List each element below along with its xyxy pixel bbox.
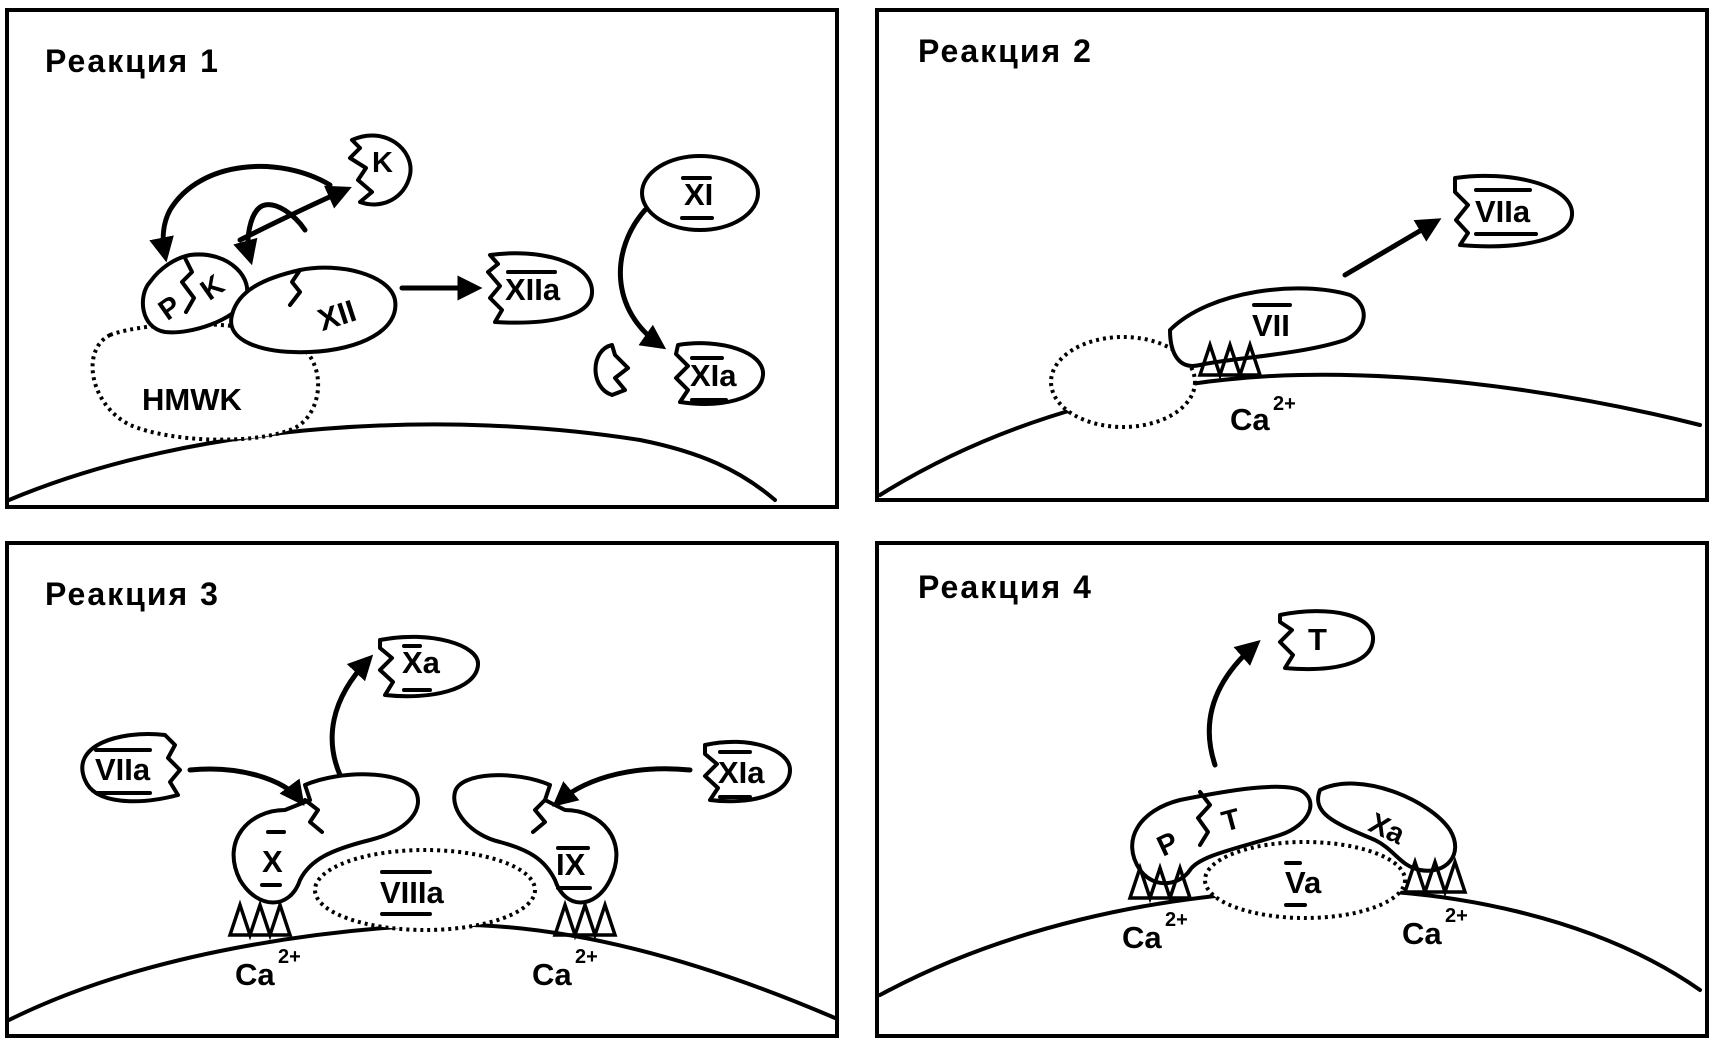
factor-ix-shape — [452, 773, 619, 905]
fragment-shape — [593, 343, 630, 397]
cleavage-mark — [531, 798, 547, 834]
arrow-xia-to-ix — [552, 766, 693, 807]
thrombin-label: T — [1308, 622, 1327, 657]
factor-xa-label: Xa — [402, 645, 441, 680]
cell-membrane — [878, 372, 1702, 497]
prothrombin-shape — [1130, 784, 1313, 886]
tissue-factor-shape — [1049, 335, 1197, 429]
hmwk-label: HMWK — [142, 382, 242, 417]
factor-xia-label: XIa — [718, 755, 765, 790]
factor-xii-shape — [229, 265, 398, 355]
overbar — [556, 846, 592, 890]
factor-va-label: Va — [1285, 865, 1322, 900]
factor-ix-label: IX — [556, 847, 586, 882]
calcium-label-left: Ca — [1122, 920, 1162, 955]
factor-viia-label: VIIa — [1475, 194, 1531, 229]
factor-viiia-label: VIIIa — [380, 875, 445, 910]
arrow-x-to-xa — [329, 654, 374, 778]
factor-va-shape — [1203, 840, 1407, 920]
arrow-viia-to-x — [187, 766, 305, 806]
overbar — [94, 748, 152, 795]
factor-vii-label: VII — [1252, 308, 1290, 343]
overbar — [402, 644, 432, 692]
arrow-to-thrombin — [1206, 640, 1261, 768]
panel-reaction-4: Реакция 4 Va P T Ca 2+ Xa Ca 2+ T — [875, 541, 1709, 1038]
kallikrein-shape — [348, 133, 413, 207]
panel-reaction-1: Реакция 1 HMWK P K XII K XIIa XI — [5, 8, 839, 509]
arrow-xi-to-xia — [617, 207, 667, 350]
calcium-charge-left: 2+ — [1165, 909, 1188, 931]
overbar — [380, 870, 432, 916]
prekallikrein-shape — [141, 252, 250, 335]
cleavage-mark — [180, 256, 196, 314]
arrow-vii-to-viia — [1342, 218, 1442, 278]
overbar — [260, 830, 286, 887]
panel-reaction-2: Реакция 2 VII Ca 2+ VIIa — [875, 8, 1709, 502]
kallikrein-label: K — [372, 147, 393, 179]
panel-1-frame — [5, 8, 839, 509]
factor-viiia-shape — [313, 848, 537, 932]
factor-xi-label: XI — [684, 177, 713, 212]
overbar — [718, 750, 752, 799]
factor-xia-shape — [703, 739, 792, 804]
overbar — [1284, 861, 1307, 907]
calcium-charge-right: 2+ — [1445, 905, 1468, 927]
factor-xi-shape — [640, 154, 760, 232]
calcium-charge-right: 2+ — [575, 946, 598, 968]
panel-3-title: Реакция 3 — [45, 576, 220, 612]
factor-viia-label: VIIa — [95, 752, 151, 787]
calcium-label-right: Ca — [532, 957, 572, 992]
cleavage-mark — [303, 798, 324, 834]
hmwk-shape — [90, 322, 321, 442]
factor-xiia-label: XIIa — [505, 272, 561, 307]
panel-1-title: Реакция 1 — [45, 43, 220, 79]
overbar — [1474, 188, 1538, 236]
calcium-label-right: Ca — [1402, 916, 1442, 951]
arrow-to-xii — [233, 202, 308, 266]
factor-x-shape — [231, 772, 420, 905]
factor-viia-shape — [1453, 173, 1575, 249]
cell-membrane — [7, 422, 777, 502]
panel-2-title: Реакция 2 — [918, 33, 1093, 69]
arrow-k-to-pk — [149, 163, 333, 263]
factor-xia-label: XIa — [690, 358, 737, 393]
calcium-charge-left: 2+ — [278, 946, 301, 968]
cleavage-mark — [1196, 790, 1212, 847]
panel-2-frame — [875, 8, 1709, 502]
calcium-charge: 2+ — [1273, 393, 1296, 415]
overbar — [690, 356, 728, 402]
factor-vii-shape — [1168, 286, 1366, 368]
calcium-label: Ca — [1230, 402, 1270, 437]
factor-xa-shape — [378, 634, 480, 699]
panel-4-title: Реакция 4 — [918, 569, 1093, 605]
panel-reaction-3: Реакция 3 VIIIa X Ca 2+ IX Ca 2+ VIIa Xa — [5, 541, 839, 1038]
calcium-label-left: Ca — [235, 957, 275, 992]
overbar — [680, 176, 714, 220]
factor-x-label: X — [262, 844, 283, 879]
cleavage-mark — [288, 268, 302, 307]
thrombin-shape — [1278, 609, 1375, 672]
